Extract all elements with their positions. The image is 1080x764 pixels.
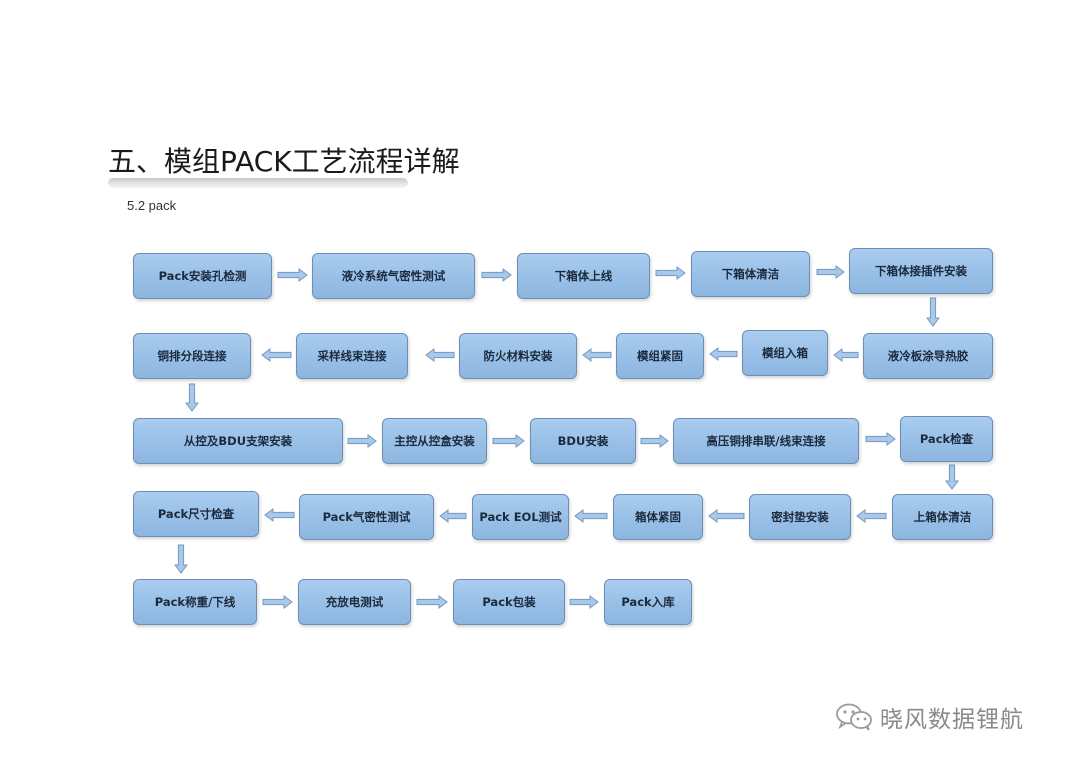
process-step-25: Pack包装 — [453, 579, 565, 625]
flow-arrow-8 — [582, 348, 612, 362]
process-step-18: 密封垫安装 — [749, 494, 851, 540]
process-step-7: 模组入箱 — [742, 330, 828, 376]
process-step-4: 下箱体清洁 — [691, 251, 810, 297]
flow-arrow-21 — [264, 508, 295, 522]
process-step-20: Pack EOL测试 — [472, 494, 569, 540]
flow-arrow-6 — [833, 348, 859, 362]
flow-arrow-20 — [439, 509, 467, 523]
flow-arrow-1 — [277, 268, 308, 282]
watermark-text: 晓风数据锂航 — [880, 707, 1024, 733]
process-step-15: 高压铜排串联/线束连接 — [673, 418, 859, 464]
section-subtitle: 5.2 pack — [127, 198, 177, 213]
process-step-24: 充放电测试 — [298, 579, 411, 625]
flow-arrow-17 — [856, 509, 887, 523]
flow-arrow-11 — [185, 383, 199, 412]
title-underline — [108, 178, 408, 188]
flow-arrow-23 — [262, 595, 293, 609]
process-step-23: Pack称重/下线 — [133, 579, 257, 625]
process-step-19: 箱体紧固 — [613, 494, 703, 540]
page-title: 五、模组PACK工艺流程详解 — [108, 145, 460, 178]
flow-arrow-19 — [574, 509, 608, 523]
flow-arrow-10 — [261, 348, 292, 362]
process-step-10: 采样线束连接 — [296, 333, 408, 379]
process-step-8: 模组紧固 — [616, 333, 704, 379]
process-step-13: 主控从控盒安装 — [382, 418, 487, 464]
flow-arrow-12 — [347, 434, 377, 448]
process-step-22: Pack尺寸检查 — [133, 491, 259, 537]
flow-arrow-4 — [816, 265, 845, 279]
process-step-1: Pack安装孔检测 — [133, 253, 272, 299]
process-step-16: Pack检查 — [900, 416, 993, 462]
flow-arrow-25 — [569, 595, 599, 609]
process-step-12: 从控及BDU支架安装 — [133, 418, 343, 464]
flow-arrow-13 — [492, 434, 525, 448]
process-step-6: 液冷板涂导热胶 — [863, 333, 993, 379]
process-step-21: Pack气密性测试 — [299, 494, 434, 540]
process-step-14: BDU安装 — [530, 418, 636, 464]
flow-arrow-22 — [174, 544, 188, 574]
flow-arrow-7 — [709, 347, 738, 361]
flow-arrow-18 — [708, 509, 745, 523]
flow-arrow-3 — [655, 266, 686, 280]
flow-arrow-14 — [640, 434, 669, 448]
watermark: 晓风数据锂航 — [834, 700, 1024, 734]
process-step-2: 液冷系统气密性测试 — [312, 253, 475, 299]
process-step-5: 下箱体接插件安装 — [849, 248, 993, 294]
process-step-11: 铜排分段连接 — [133, 333, 251, 379]
flow-arrow-5 — [926, 297, 940, 327]
process-step-3: 下箱体上线 — [517, 253, 650, 299]
flow-arrow-16 — [945, 464, 959, 490]
flow-arrow-2 — [481, 268, 512, 282]
flow-arrow-9 — [425, 348, 455, 362]
flow-arrow-15 — [865, 432, 896, 446]
process-step-26: Pack入库 — [604, 579, 692, 625]
wechat-icon — [836, 703, 872, 731]
process-step-9: 防火材料安装 — [459, 333, 577, 379]
flow-arrow-24 — [416, 595, 448, 609]
process-step-17: 上箱体清洁 — [892, 494, 993, 540]
